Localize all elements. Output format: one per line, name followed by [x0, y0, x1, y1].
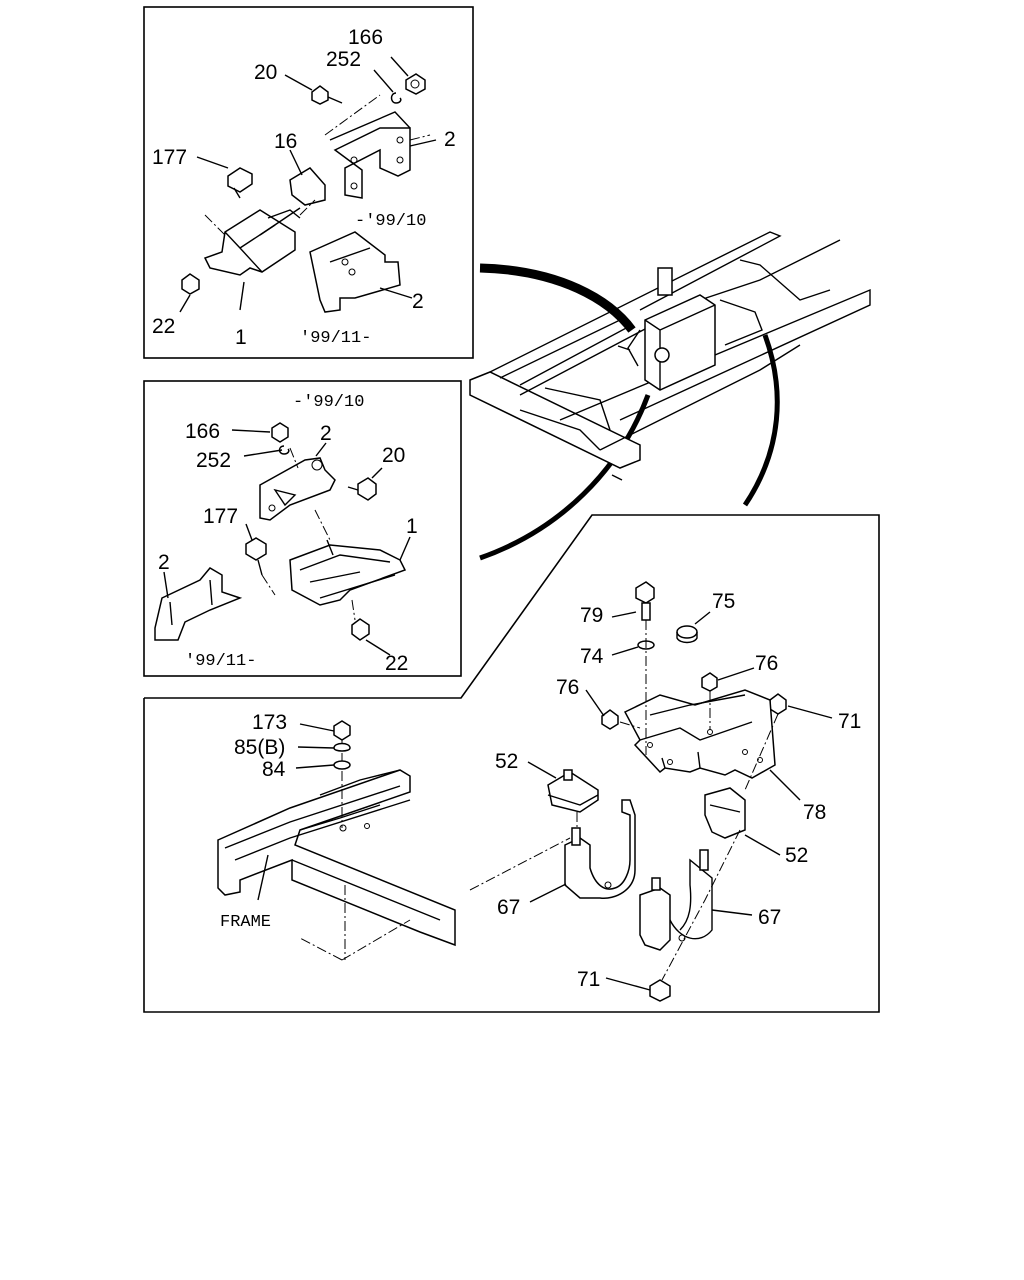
period-upper-top: -'99/10 — [355, 212, 426, 231]
nut-22-icon — [181, 273, 200, 295]
label-1-top: 1 — [235, 326, 247, 349]
label-252-mid: 252 — [196, 449, 231, 472]
bracket-2-mid-upper-icon — [259, 457, 336, 521]
mount-brackets — [547, 769, 746, 1002]
bracket-2-mid-lower-icon — [154, 567, 243, 641]
spacer-75-icon — [676, 625, 698, 639]
nut-166-icon — [405, 73, 426, 95]
insulator-52-right-icon — [704, 787, 746, 839]
label-16-top: 16 — [274, 130, 297, 153]
washer-252-icon — [390, 92, 402, 104]
label-166-top: 166 — [348, 26, 383, 49]
connector-arc-top — [479, 263, 636, 333]
bracket-67-left-icon — [564, 799, 636, 899]
label-85b: 85(B) — [234, 736, 285, 759]
crossmember-assembly — [601, 581, 787, 791]
connector-arc-mid — [479, 394, 651, 561]
label-20-mid: 20 — [382, 444, 405, 467]
label-166-mid: 166 — [185, 420, 220, 443]
label-252-top: 252 — [326, 48, 361, 71]
label-79: 79 — [580, 604, 603, 627]
nut-166-mid-icon — [271, 422, 289, 443]
nut-173-icon — [333, 720, 351, 741]
label-71-lower: 71 — [577, 968, 600, 991]
frame-rail-icon — [217, 769, 456, 947]
label-67-right: 67 — [758, 906, 781, 929]
bottom-leaders — [257, 723, 781, 991]
label-173: 173 — [252, 711, 287, 734]
label-76-left: 76 — [556, 676, 579, 699]
label-74: 74 — [580, 645, 604, 668]
top-left-leaders — [179, 56, 437, 313]
right-leaders — [585, 611, 833, 801]
mid-left-parts — [154, 422, 407, 641]
label-71-upper: 71 — [838, 710, 861, 733]
period-lower-top: '99/11- — [300, 329, 371, 348]
bolt-177-mid-icon — [245, 537, 267, 561]
label-78: 78 — [803, 801, 826, 824]
frame-label: FRAME — [220, 913, 271, 932]
nut-71-lower-icon — [649, 979, 671, 1002]
bolt-20-mid-icon — [357, 477, 377, 501]
label-22-top: 22 — [152, 315, 175, 338]
label-2-top-lower: 2 — [412, 290, 424, 313]
washer-84-icon — [333, 760, 351, 770]
connector-arc-right — [742, 334, 780, 507]
mid-left-leaders — [163, 429, 411, 656]
label-67-left: 67 — [497, 896, 520, 919]
nut-22-mid-icon — [351, 618, 370, 641]
label-20-top: 20 — [254, 61, 277, 84]
bracket-2-upper-icon — [333, 127, 411, 199]
bolt-79-icon — [635, 581, 655, 604]
label-52-left: 52 — [495, 750, 518, 773]
bolt-177-icon — [227, 167, 253, 193]
bolt-20-icon — [311, 85, 329, 105]
washer-252-mid-icon — [278, 445, 290, 455]
period-lower-mid: '99/11- — [185, 652, 256, 671]
chassis-overview — [469, 231, 871, 481]
label-22-mid: 22 — [385, 652, 408, 675]
frame-assembly — [217, 720, 571, 961]
label-2-mid-lower: 2 — [158, 551, 170, 574]
nut-76-left-icon — [601, 709, 619, 730]
top-left-parts — [181, 73, 431, 313]
label-76-upper: 76 — [755, 652, 778, 675]
label-2-mid-upper: 2 — [320, 422, 332, 445]
period-upper-mid: -'99/10 — [293, 393, 364, 412]
panel-mid-left-border — [143, 380, 462, 677]
label-177-mid: 177 — [203, 505, 238, 528]
panel-bottom-border — [143, 514, 880, 1013]
panel-top-left-border — [143, 6, 474, 359]
nut-71-upper-icon — [769, 693, 787, 715]
label-75: 75 — [712, 590, 735, 613]
pad-16-icon — [289, 167, 326, 206]
label-1-mid: 1 — [406, 515, 418, 538]
label-52-right: 52 — [785, 844, 808, 867]
label-84: 84 — [262, 758, 286, 781]
bracket-67-right-icon — [639, 887, 671, 951]
label-177-top: 177 — [152, 146, 187, 169]
lockwasher-85b-icon — [333, 742, 351, 752]
nut-76-upper-icon — [701, 672, 718, 692]
label-2-top-upper: 2 — [444, 128, 456, 151]
